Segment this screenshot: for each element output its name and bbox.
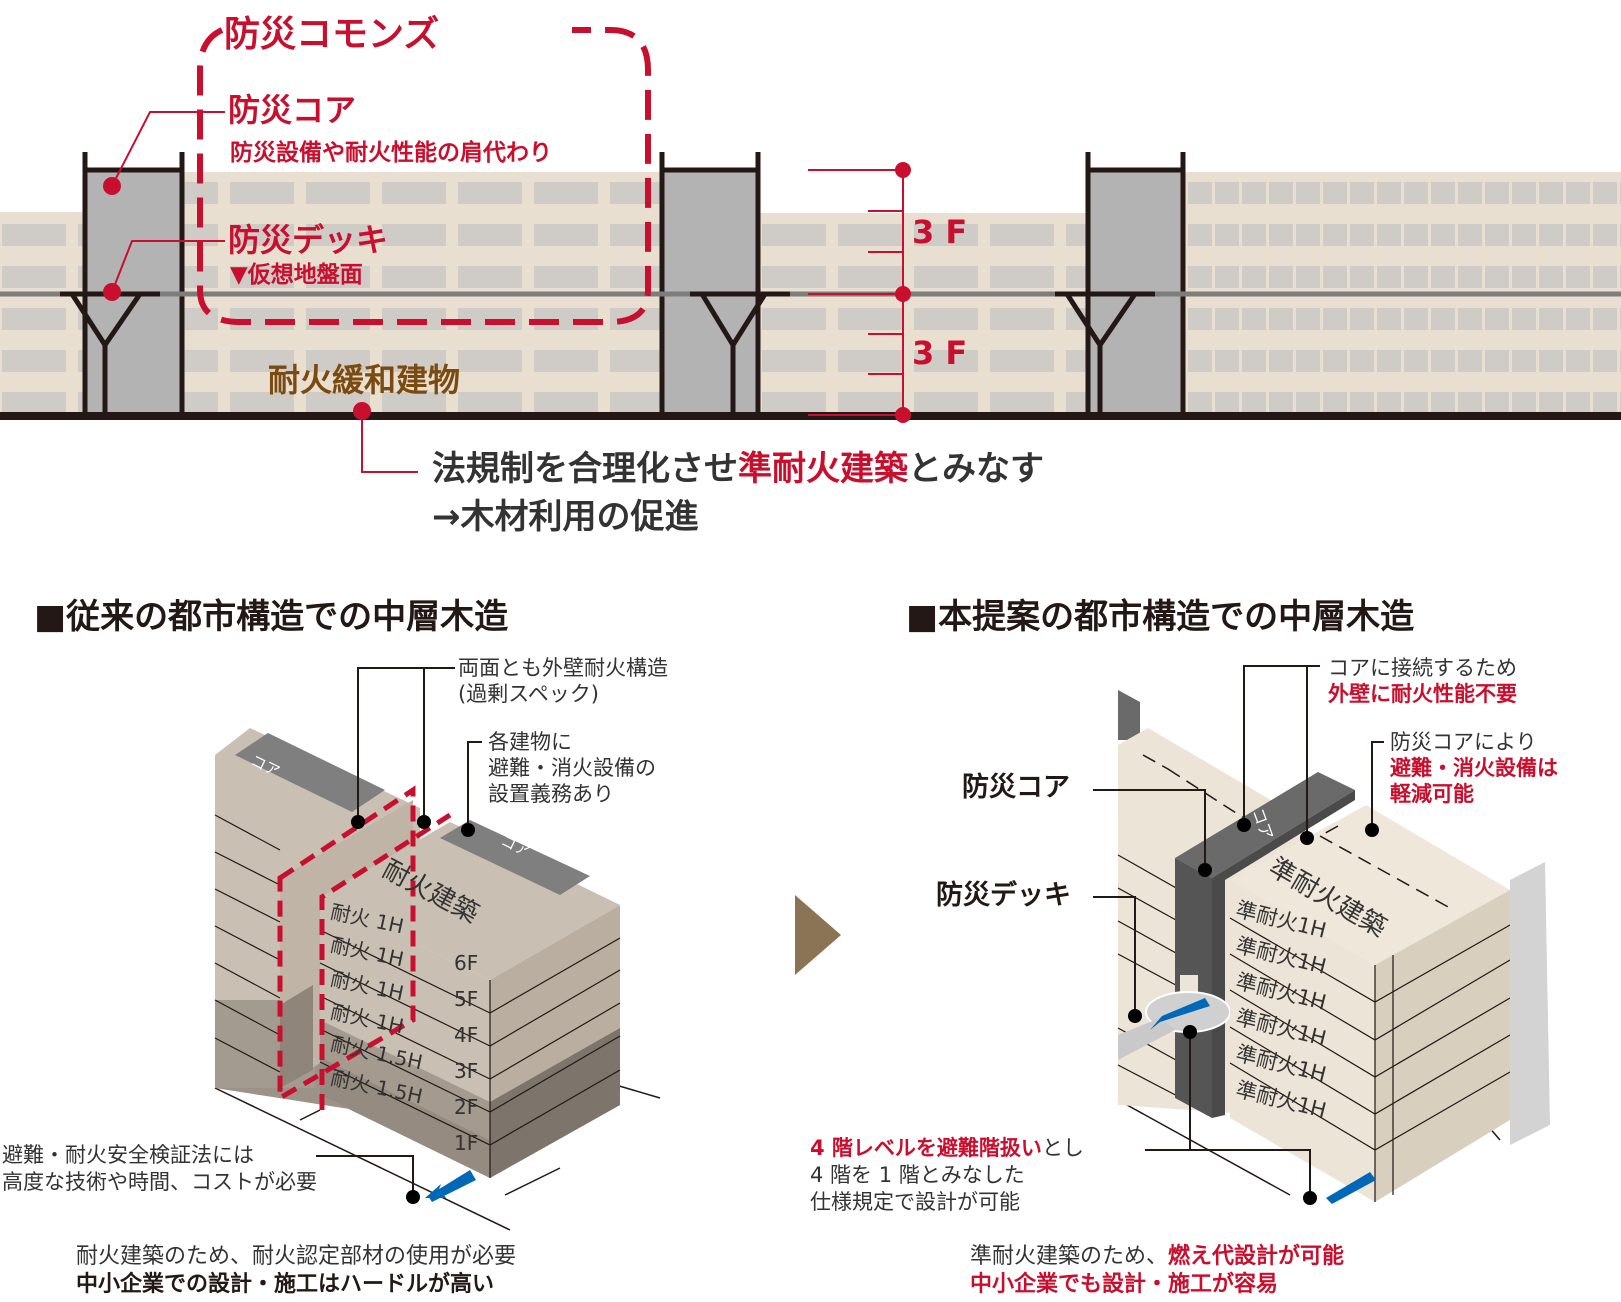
deck-support-3 [1055, 291, 1155, 417]
left-summary-line2: 中小企業での設計・施工はハードルが高い [76, 1272, 495, 1297]
core-leader-line [111, 111, 225, 187]
left-panel-title: ■従来の都市構造での中層木造 [34, 597, 509, 637]
law-leader-line [361, 411, 418, 473]
commons-title: 防災コモンズ [224, 14, 440, 55]
connect-callout-line1: コアに接続するため [1328, 656, 1517, 680]
right-panel-title: ■本提案の都市構造での中層木造 [906, 597, 1415, 637]
evac-callout-tail: とし [1041, 1136, 1084, 1160]
verification-callout-line2: 高度な技術や時間、コストが必要 [2, 1170, 317, 1194]
facilities-callout-line1: 各建物に [488, 730, 572, 754]
core-marker-dot [103, 177, 121, 195]
left-floor-number: 6F [454, 951, 479, 975]
walls-marker-dot-2 [417, 815, 431, 829]
left-floor-number: 5F [454, 987, 479, 1011]
evacuation-arrow-left [425, 1174, 474, 1198]
walls-marker-dot-1 [351, 815, 365, 829]
evac-leader-dot-1 [1183, 1025, 1197, 1039]
disaster-deck-disc [1145, 991, 1231, 1033]
front-core-rooftop [440, 820, 590, 895]
evac-callout-line3: 仕様規定で設計が可能 [810, 1190, 1020, 1214]
core-description: 防災設備や耐火性能の肩代わり [230, 140, 552, 166]
connect-marker-dot-1 [1237, 818, 1251, 832]
left-floor-rating: 耐火 1H [328, 966, 406, 1006]
back-core-block [1118, 690, 1140, 740]
core-title: 防災コア [228, 91, 357, 129]
facilities-callout-line2: 避難・消火設備の [488, 756, 656, 780]
floor-count-upper: 3 F [912, 213, 968, 251]
core-label-leader-line [1093, 789, 1206, 870]
connect-callout-line2: 外壁に耐火性能不要 [1328, 682, 1517, 706]
reduce-marker-dot [1365, 823, 1379, 837]
connect-marker-dot-2 [1300, 831, 1314, 845]
law-statement-line1: 法規制を合理化させ準耐火建築とみなす [432, 449, 1044, 489]
facilities-callout-line3: 設置義務あり [488, 782, 614, 806]
triangle-right-icon [795, 895, 841, 975]
right-summary-line2: 中小企業でも設計・施工が容易 [970, 1272, 1279, 1297]
front-core-tag: コア [497, 831, 533, 861]
evac-callout-highlight: 4 階レベルを避難階扱い [810, 1136, 1042, 1160]
disaster-core-1 [82, 152, 185, 417]
deck-support-2 [690, 291, 790, 417]
relaxed-building-center [758, 213, 1088, 417]
floor-count-lower: 3 F [912, 334, 968, 372]
walls-callout-line1: 両面とも外壁耐火構造 [458, 656, 668, 680]
walls-callout-line2: (過剰スペック) [458, 682, 599, 706]
core-label-dot [1198, 863, 1212, 877]
disaster-core-2 [659, 152, 761, 417]
deck-label-leader-line [1093, 896, 1136, 1016]
virtual-ground-label: ▼仮想地盤面 [230, 262, 363, 288]
neighbor-building [1510, 862, 1550, 1145]
law-statement-highlight: 準耐火建築 [738, 449, 908, 489]
evac-callout-line2: 4 階を 1 階とみなした [810, 1163, 1025, 1187]
right-core-tag: コア [1248, 805, 1278, 843]
reduce-callout-line1: 防災コアにより [1390, 730, 1537, 754]
verification-marker-dot [406, 1190, 420, 1204]
core-callout-label: 防災コア [962, 772, 1070, 803]
deck-callout-label: 防災デッキ [936, 880, 1071, 911]
relaxed-building-left [0, 212, 85, 417]
facilities-leader-line [467, 741, 482, 830]
left-floor-rating: 耐火 1H [328, 932, 406, 972]
reduce-leader-line [1371, 741, 1384, 830]
left-summary-line1: 耐火建築のため、耐火認定部材の使用が必要 [76, 1244, 517, 1269]
deck-label-dot [1128, 1009, 1142, 1023]
floor-dimension-marker [808, 162, 911, 423]
evac-leader-dot-2 [1303, 1191, 1317, 1205]
reduce-callout-line3: 軽減可能 [1390, 782, 1474, 806]
deck-leader-line [111, 240, 225, 293]
verification-leader-line [316, 1155, 414, 1197]
deck-marker-dot [103, 283, 121, 301]
right-summary-highlight: 燃え代設計が可能 [1168, 1244, 1345, 1269]
verification-callout-line1: 避難・耐火安全検証法には [2, 1143, 254, 1167]
evacuation-arrow-left-head [428, 1170, 476, 1202]
deck-title: 防災デッキ [228, 221, 389, 259]
left-floor-number: 2F [454, 1095, 479, 1119]
left-floor-rating: 耐火 1H [328, 899, 406, 939]
facilities-marker-dot [461, 823, 475, 837]
law-statement-part1: 法規制を合理化させ [432, 449, 738, 489]
relaxed-building-label: 耐火緩和建物 [268, 361, 461, 399]
left-floor-number: 4F [454, 1023, 479, 1047]
evacuation-arrow-deck [1150, 998, 1210, 1030]
law-statement-part3: とみなす [908, 449, 1044, 489]
law-statement-line2: →木材利用の促進 [432, 497, 699, 537]
top-section-illustration [0, 27, 1621, 473]
left-floor-rating: 耐火 1.5H [328, 1065, 425, 1109]
left-floor-number: 1F [454, 1131, 479, 1155]
right-summary-line1: 準耐火建築のため、燃え代設計が可能 [970, 1244, 1344, 1269]
left-floor-number: 3F [454, 1059, 479, 1083]
back-core-tag: コア [247, 751, 283, 781]
right-summary-part1: 準耐火建築のため、 [970, 1244, 1169, 1269]
evacuation-arrow-ground [1326, 1172, 1376, 1204]
reduce-callout-line2: 避難・消火設備は [1390, 756, 1558, 780]
walls-leader-line [357, 667, 455, 822]
evac-callout-line1: 4 階レベルを避難階扱いとし [810, 1136, 1084, 1160]
